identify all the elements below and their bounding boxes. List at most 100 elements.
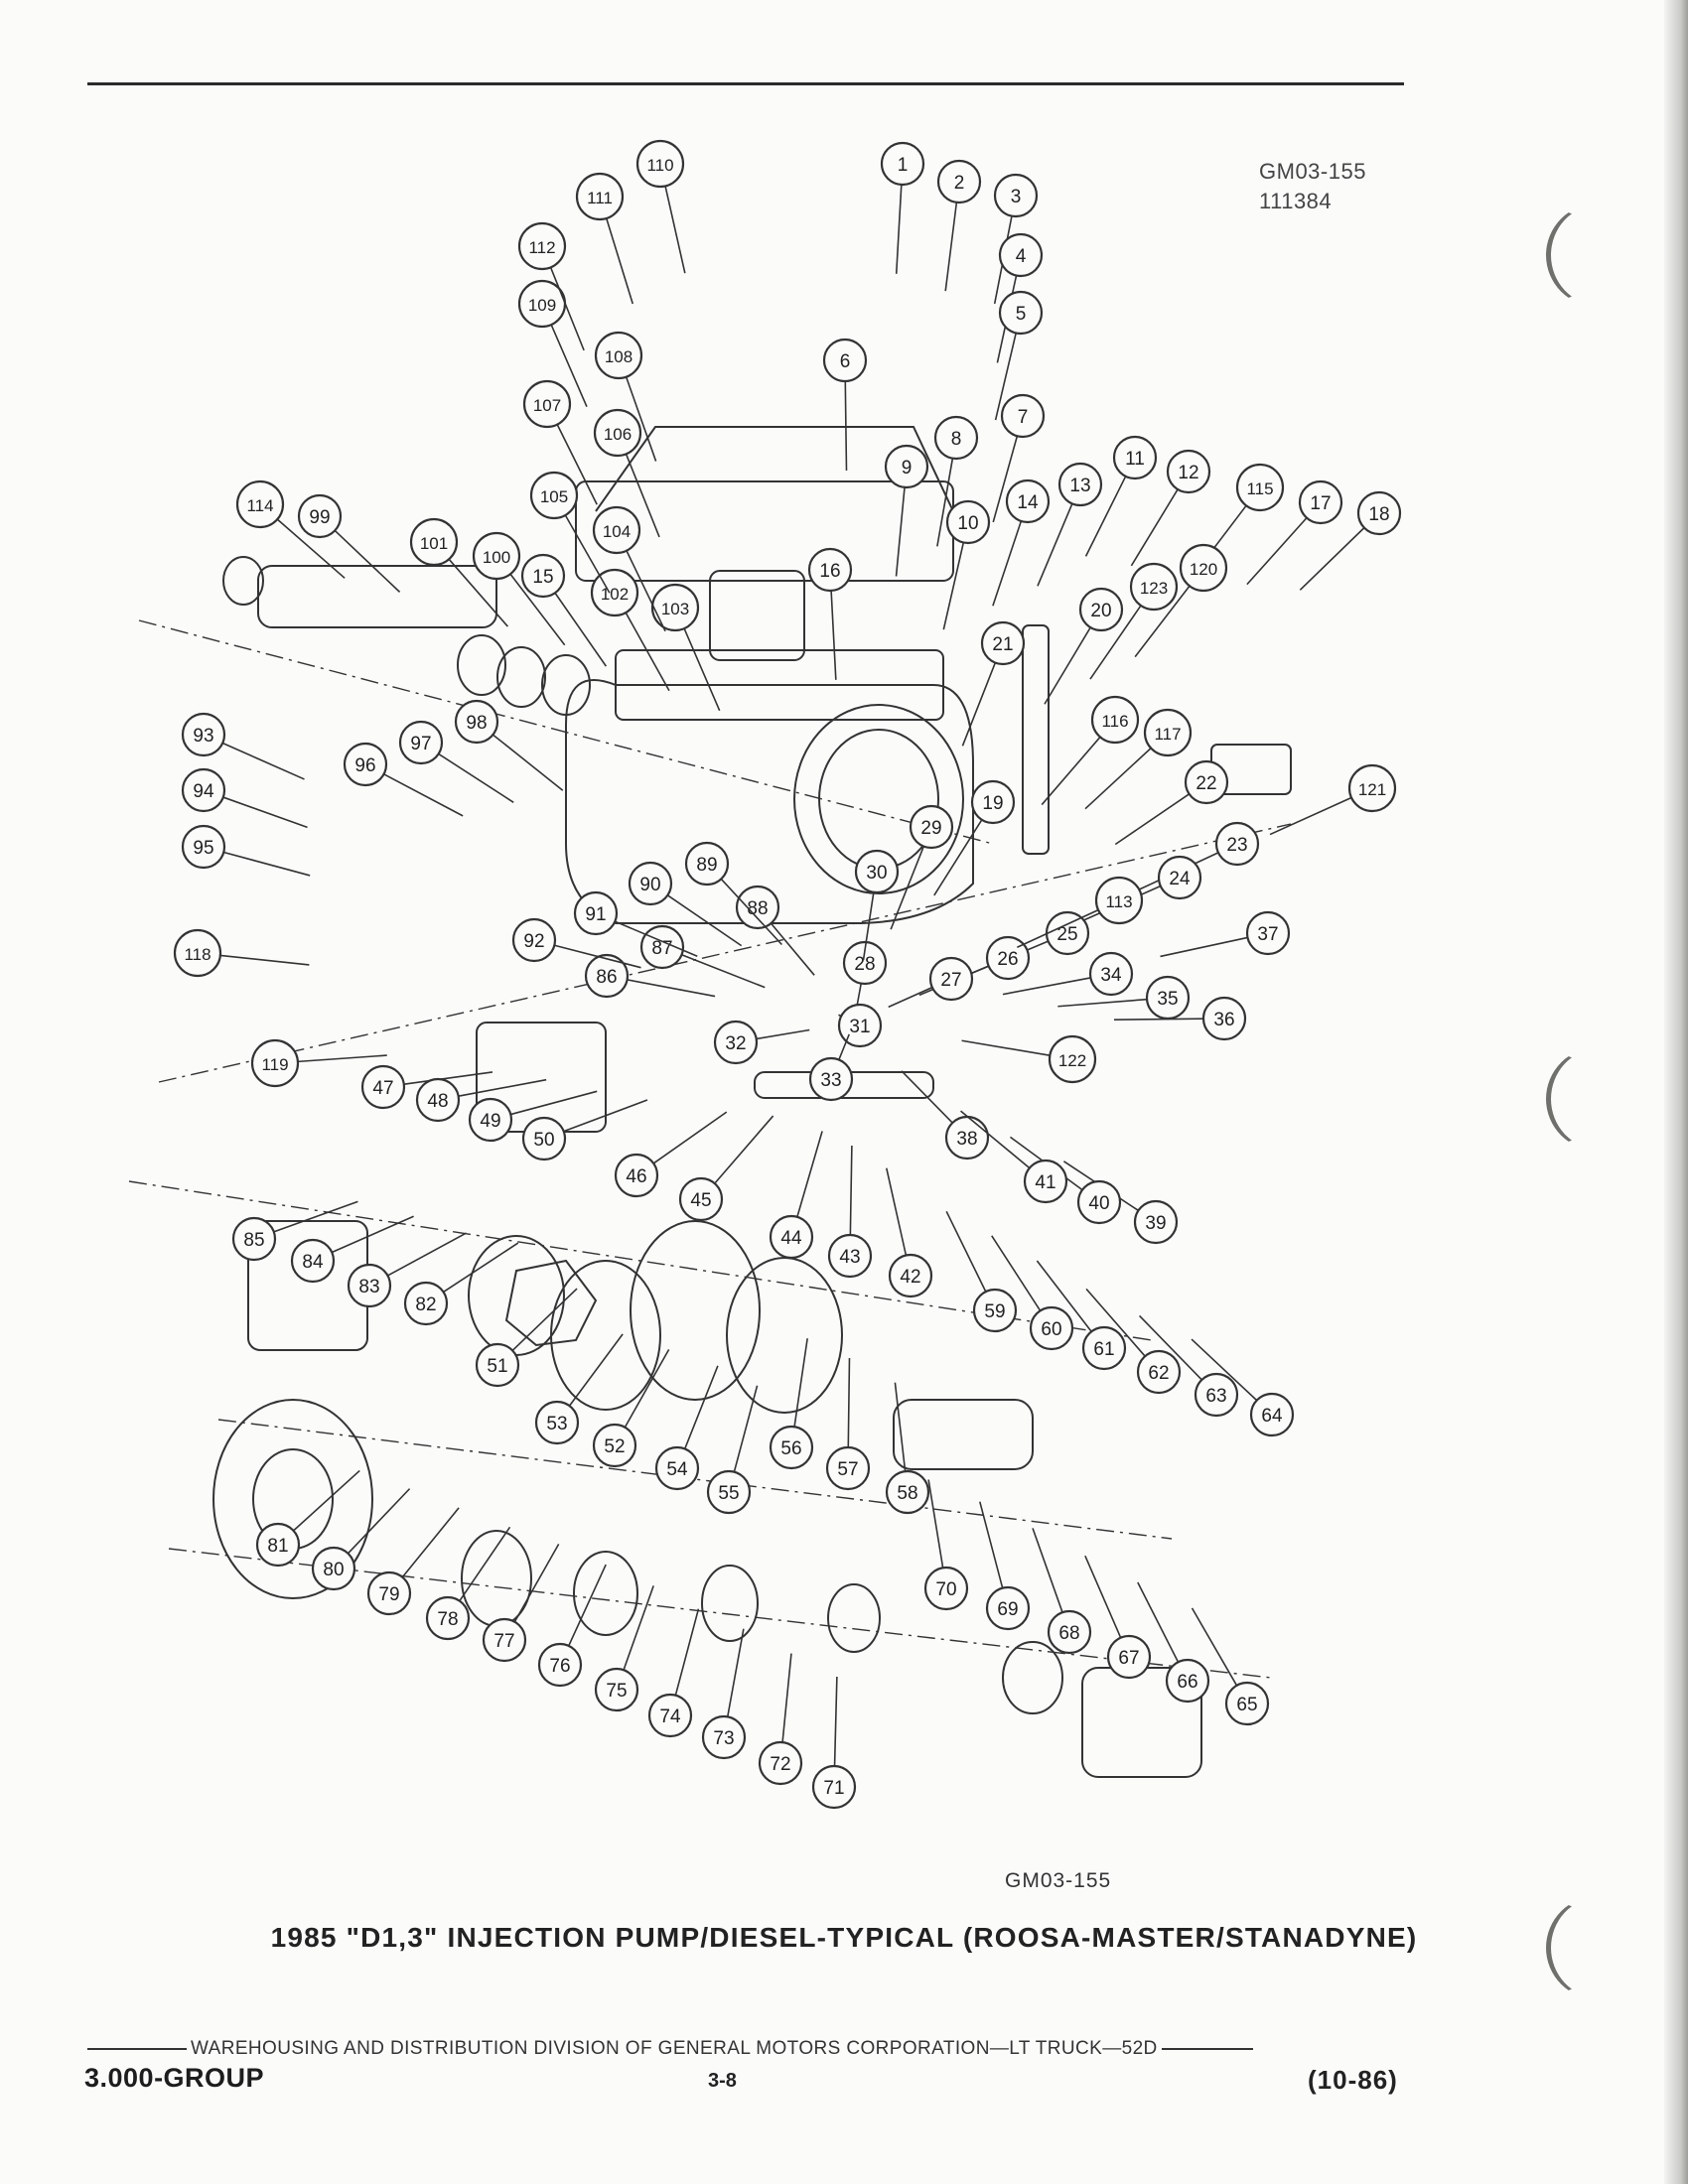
callout-leader bbox=[626, 550, 666, 632]
callout-leader bbox=[438, 752, 514, 803]
callout-label: 25 bbox=[1056, 924, 1077, 945]
callout-leader bbox=[513, 1544, 560, 1623]
callout-leader bbox=[1191, 1338, 1258, 1402]
callout-label: 97 bbox=[410, 734, 431, 754]
callout-leader bbox=[511, 1288, 578, 1352]
callout-label: 16 bbox=[819, 561, 840, 582]
callout-leader bbox=[550, 324, 588, 407]
callout-label: 98 bbox=[466, 713, 487, 734]
callout-label: 10 bbox=[957, 513, 978, 534]
callout-label: 95 bbox=[193, 838, 213, 859]
callout-label: 64 bbox=[1261, 1406, 1283, 1427]
callout-bubble bbox=[1157, 855, 1202, 900]
callout-label: 84 bbox=[302, 1252, 324, 1273]
callout-bubble bbox=[1076, 1179, 1122, 1225]
callout-bubble bbox=[1090, 695, 1140, 745]
callout-label: 57 bbox=[837, 1459, 858, 1480]
callout-leader bbox=[1036, 1260, 1092, 1332]
callout-bubble bbox=[825, 1445, 871, 1491]
callout-leader bbox=[459, 1526, 511, 1602]
callout-bubble bbox=[366, 1570, 412, 1616]
callout-bubble bbox=[235, 479, 285, 529]
callout-leader bbox=[781, 1653, 792, 1743]
callout-bubble bbox=[1179, 543, 1228, 593]
callout-leader bbox=[1017, 908, 1099, 949]
callout-leader bbox=[933, 819, 983, 896]
footer-line: WAREHOUSING AND DISTRIBUTION DIVISION OF… bbox=[87, 2038, 1404, 2060]
callout-bubble bbox=[735, 885, 780, 930]
callout-bubble bbox=[347, 1263, 392, 1308]
callout-bubble bbox=[1356, 490, 1402, 536]
revision-date: (10-86) bbox=[1308, 2065, 1398, 2095]
callout-bubble bbox=[520, 553, 566, 599]
callout-bubble bbox=[415, 1077, 461, 1123]
callout-label: 4 bbox=[1016, 246, 1027, 267]
callout-leader bbox=[992, 436, 1019, 523]
callout-leader bbox=[1160, 936, 1248, 958]
callout-leader bbox=[1037, 503, 1073, 587]
callout-label: 49 bbox=[480, 1111, 500, 1132]
callout-bubble bbox=[650, 583, 700, 632]
callout-label: 17 bbox=[1310, 493, 1331, 514]
callout-leader bbox=[927, 1479, 944, 1569]
callout-label: 71 bbox=[823, 1778, 844, 1799]
part-bushing bbox=[573, 1551, 638, 1636]
callout-leader bbox=[979, 1501, 1004, 1588]
callout-leader bbox=[844, 380, 848, 472]
callout-leader bbox=[564, 514, 611, 594]
callout-leader bbox=[961, 662, 997, 747]
callout-leader bbox=[331, 1215, 414, 1254]
callout-leader bbox=[1041, 736, 1101, 806]
callout-label: 68 bbox=[1058, 1623, 1079, 1644]
callout-label: 110 bbox=[646, 156, 673, 175]
callout-bubble bbox=[1143, 708, 1193, 757]
callout-bubble bbox=[409, 517, 459, 567]
callout-label: 31 bbox=[849, 1017, 870, 1037]
callout-leader bbox=[1089, 605, 1142, 680]
callout-label: 2 bbox=[954, 173, 965, 194]
callout-label: 50 bbox=[533, 1130, 554, 1151]
callout-leader bbox=[1114, 793, 1191, 846]
callout-label: 19 bbox=[982, 793, 1003, 814]
callout-leader bbox=[221, 742, 305, 780]
callout-label: 48 bbox=[427, 1091, 448, 1112]
callout-leader bbox=[888, 986, 933, 1009]
callout-label: 33 bbox=[820, 1070, 841, 1091]
part-seal-ring bbox=[457, 634, 506, 696]
callout-bubble bbox=[537, 1642, 583, 1688]
callout-leader bbox=[830, 590, 837, 680]
callout-leader bbox=[627, 979, 716, 998]
callout-bubble bbox=[1184, 759, 1229, 805]
callout-leader bbox=[720, 878, 782, 946]
callout-label: 24 bbox=[1169, 869, 1191, 889]
callout-leader bbox=[1084, 748, 1152, 810]
callout-label: 112 bbox=[528, 238, 555, 257]
callout-leader bbox=[770, 922, 815, 976]
callout-label: 103 bbox=[661, 600, 689, 618]
callout-bubble bbox=[1194, 1372, 1239, 1418]
callout-bubble bbox=[769, 1214, 814, 1260]
callout-label: 90 bbox=[639, 875, 660, 895]
callout-label: 79 bbox=[378, 1584, 399, 1605]
part-cam-ring-small bbox=[468, 1235, 565, 1356]
callout-label: 120 bbox=[1190, 560, 1217, 579]
callout-bubble bbox=[290, 1238, 336, 1284]
callout-bubble bbox=[1235, 463, 1285, 512]
callout-bubble bbox=[1249, 1392, 1295, 1437]
callout-leader bbox=[681, 953, 766, 989]
callout-label: 89 bbox=[696, 855, 717, 876]
part-cam-ring bbox=[630, 1220, 761, 1401]
callout-label: 41 bbox=[1035, 1172, 1055, 1193]
callout-leader bbox=[1084, 476, 1127, 557]
callout-leader bbox=[383, 773, 464, 817]
callout-label: 116 bbox=[1101, 712, 1128, 731]
callout-label: 59 bbox=[984, 1301, 1005, 1322]
callout-bubble bbox=[684, 841, 730, 887]
callout-bubble bbox=[654, 1445, 700, 1491]
callout-bubble bbox=[403, 1281, 449, 1326]
callout-bubble bbox=[758, 1740, 803, 1786]
callout-label: 70 bbox=[935, 1579, 956, 1600]
callout-label: 106 bbox=[604, 425, 632, 444]
callout-bubble bbox=[842, 940, 888, 986]
binder-hole-top bbox=[1546, 204, 1611, 307]
